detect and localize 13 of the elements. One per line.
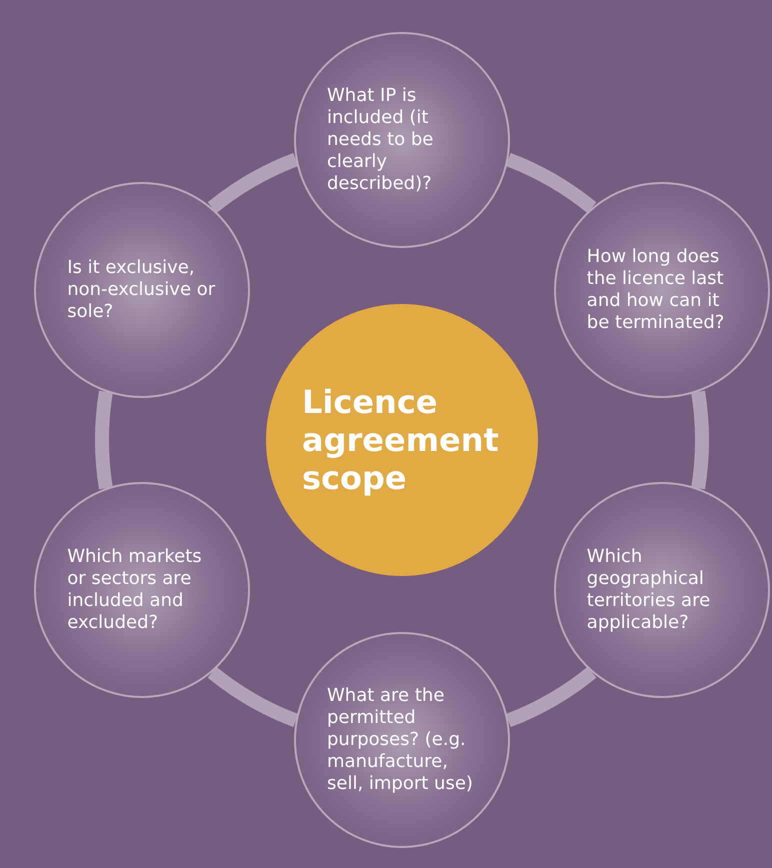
ring-segment	[505, 666, 596, 728]
question-text: What are the permitted purposes? (e.g. manufacture, sell, import use)	[327, 685, 474, 795]
question-text: Is it exclusive, non-exclusive or sole?	[67, 257, 216, 323]
ring-segment	[95, 390, 113, 490]
ring-segment	[208, 666, 299, 728]
question-text: What IP is included (it needs to be clearly described)?	[327, 85, 434, 195]
ring-segment	[505, 152, 596, 214]
ring-segment	[208, 152, 299, 214]
question-text: How long does the licence last and how can it be terminated?	[586, 246, 726, 334]
question-text: Which geographical territories are applicable?	[586, 546, 712, 634]
question-text: Which markets or sectors are included and excluded?	[67, 546, 203, 634]
ring-segment	[691, 390, 709, 490]
center-title: Licence agreement scope	[302, 383, 500, 497]
